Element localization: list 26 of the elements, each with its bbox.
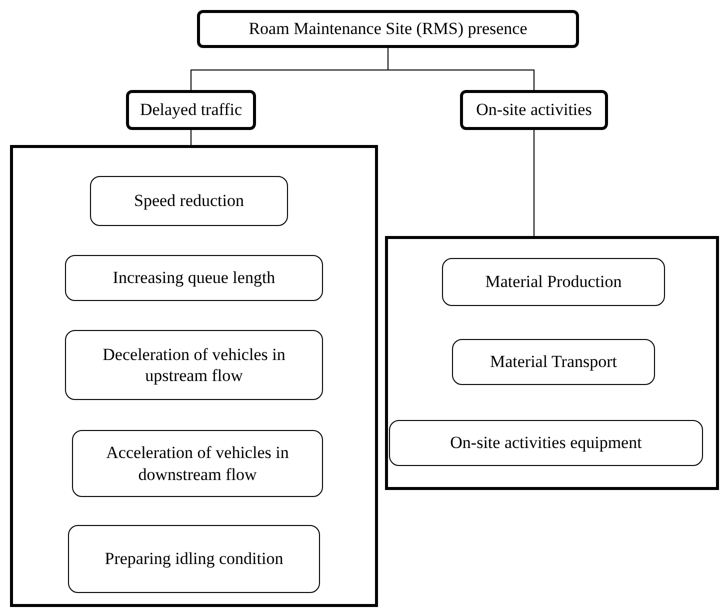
heading-box: [460, 90, 608, 130]
process-box: [452, 339, 655, 385]
box-label: Delayed traffic: [140, 99, 242, 121]
connector-line: [388, 48, 534, 90]
box-label: Material Production: [485, 271, 622, 293]
box-label: Preparing idling condition: [104, 548, 284, 570]
box-label: Roam Maintenance Site (RMS) presence: [248, 18, 528, 40]
process-box: [90, 176, 288, 226]
process-box: [68, 525, 320, 593]
box-label: Speed reduction: [134, 190, 244, 212]
box-label: Material Transport: [490, 351, 618, 373]
process-box: [65, 330, 323, 400]
heading-box: [126, 90, 256, 130]
process-box: [72, 430, 323, 497]
box-label: On-site activities: [476, 99, 592, 121]
group-box: [10, 145, 378, 607]
box-label: Increasing queue length: [112, 267, 276, 289]
group-box: [385, 236, 719, 490]
process-box: [389, 420, 703, 466]
process-box: [65, 255, 323, 301]
box-label: Acceleration of vehicles in downstream flow: [105, 442, 290, 485]
connector-line: [190, 130, 192, 146]
box-label: On-site activities equipment: [450, 432, 642, 454]
heading-box: [197, 10, 579, 48]
process-box: [442, 258, 665, 306]
box-label: Deceleration of vehicles in upstream flow: [102, 344, 286, 386]
